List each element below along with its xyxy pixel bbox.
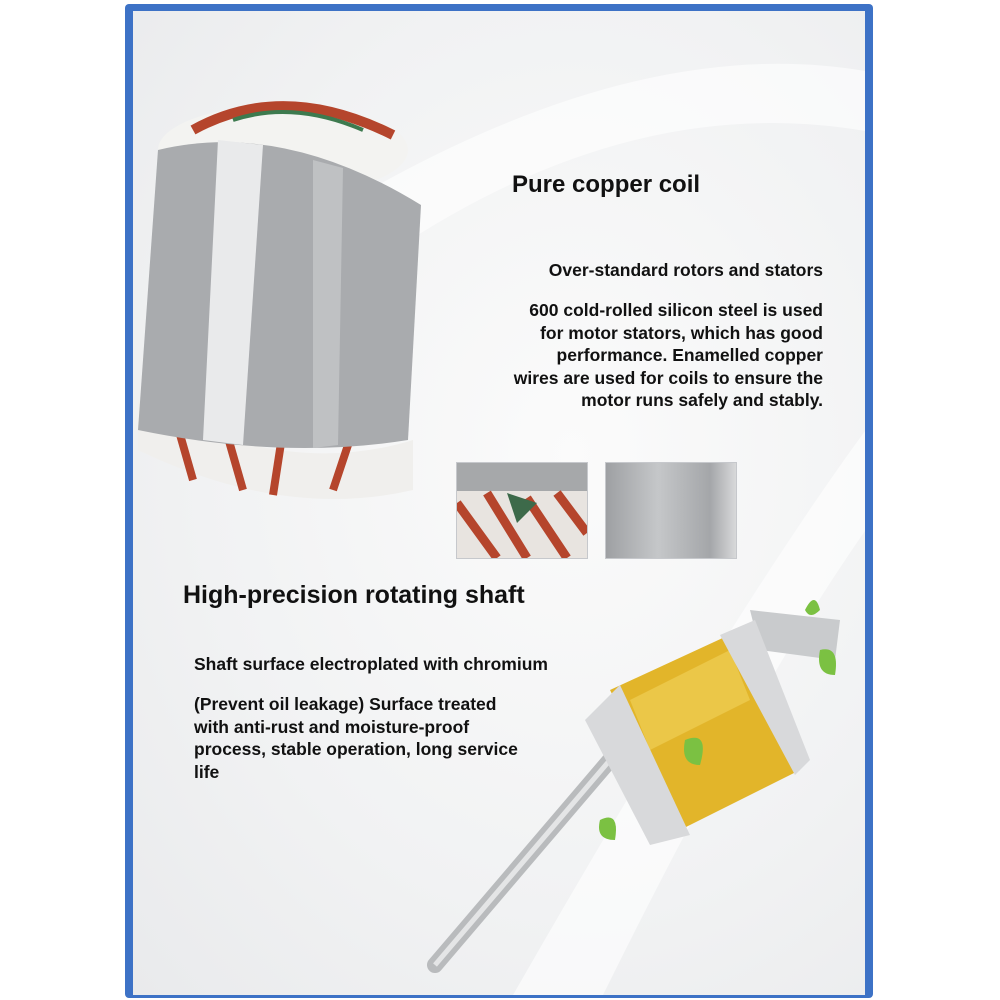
stator-image	[138, 101, 421, 499]
description-line: (Prevent oil leakage) Surface treated	[194, 694, 497, 714]
description-line: for motor stators, which has good	[540, 322, 823, 343]
coil-detail-thumbnail	[456, 462, 588, 559]
description-line: process, stable operation, long service	[194, 739, 518, 759]
stator-title: Pure copper coil	[512, 171, 701, 198]
shaft-title: High-precision rotating shaft	[183, 581, 525, 609]
stator-description: 600 cold-rolled silicon steel is used fo…	[514, 299, 823, 412]
steel-detail-thumbnail	[605, 462, 737, 559]
shaft-description: (Prevent oil leakage) Surface treated wi…	[194, 693, 518, 783]
coil-detail-image	[457, 463, 587, 558]
shaft-subtitle: Shaft surface electroplated with chromiu…	[194, 654, 548, 674]
rotor-image	[427, 600, 840, 973]
description-line: with anti-rust and moisture-proof	[194, 716, 470, 737]
description-line: performance. Enamelled copper	[556, 345, 823, 365]
description-line: wires are used for coils to ensure the	[513, 367, 823, 388]
stator-subtitle: Over-standard rotors and stators	[548, 260, 823, 280]
description-line: 600 cold-rolled silicon steel is used	[529, 300, 823, 320]
description-line: motor runs safely and stably.	[581, 390, 823, 410]
description-line: life	[194, 761, 220, 782]
